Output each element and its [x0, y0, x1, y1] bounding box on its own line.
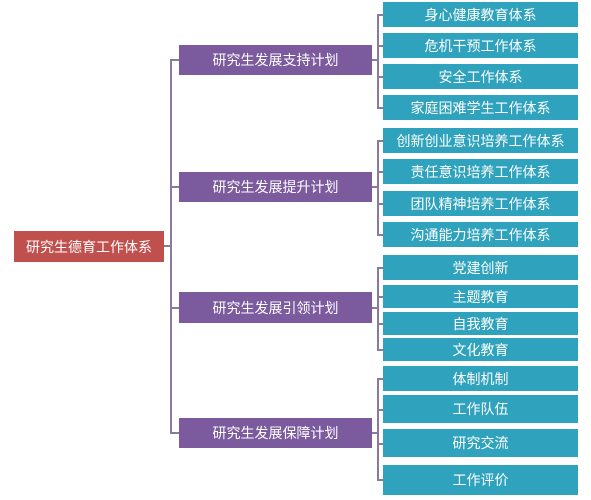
- group-node-guarantee: 研究生发展保障计划: [179, 418, 372, 448]
- connector-group-2: [170, 186, 180, 188]
- leaf-node: 团队精神培养工作体系: [383, 191, 578, 216]
- connector-g3-stub: [370, 307, 378, 309]
- leaf-node: 责任意识培养工作体系: [383, 159, 578, 184]
- connector-g2-trunk: [377, 140, 379, 236]
- connector-g4-stub: [370, 432, 378, 434]
- connector-g1-trunk: [377, 14, 379, 109]
- leaf-node: 自我教育: [383, 312, 578, 335]
- connector-g2-leaf-4: [377, 234, 385, 236]
- leaf-node: 身心健康教育体系: [383, 2, 578, 27]
- leaf-node: 主题教育: [383, 285, 578, 308]
- connector-g3-leaf-1: [377, 267, 385, 269]
- leaf-node: 家庭困难学生工作体系: [383, 95, 578, 120]
- leaf-node: 党建创新: [383, 255, 578, 280]
- connector-g4-leaf-4: [377, 479, 385, 481]
- root-node: 研究生德育工作体系: [14, 231, 164, 262]
- connector-g4-trunk: [377, 378, 379, 480]
- group-node-lead: 研究生发展引领计划: [179, 292, 372, 323]
- leaf-node: 文化教育: [383, 338, 578, 361]
- connector-root-stub: [163, 245, 172, 247]
- leaf-node: 危机干预工作体系: [383, 33, 578, 58]
- leaf-node: 体制机制: [383, 366, 578, 391]
- connector-group-1: [170, 59, 180, 61]
- leaf-node: 工作队伍: [383, 395, 578, 423]
- connector-g4-leaf-1: [377, 378, 385, 380]
- connector-g3-leaf-3: [377, 323, 385, 325]
- connector-g3-leaf-4: [377, 349, 385, 351]
- connector-g2-stub: [370, 186, 378, 188]
- connector-g4-leaf-3: [377, 443, 385, 445]
- connector-group-3: [170, 307, 180, 309]
- connector-group-4: [170, 432, 180, 434]
- leaf-node: 创新创业意识培养工作体系: [383, 128, 578, 153]
- connector-g1-leaf-1: [377, 14, 385, 16]
- leaf-node: 安全工作体系: [383, 64, 578, 89]
- connector-g2-leaf-2: [377, 171, 385, 173]
- connector-g1-leaf-3: [377, 76, 385, 78]
- connector-g1-leaf-4: [377, 107, 385, 109]
- group-node-improve: 研究生发展提升计划: [179, 172, 372, 202]
- connector-g4-leaf-2: [377, 409, 385, 411]
- connector-g2-leaf-3: [377, 203, 385, 205]
- leaf-node: 研究交流: [383, 429, 578, 457]
- connector-g3-trunk: [377, 267, 379, 351]
- leaf-node: 工作评价: [383, 465, 578, 495]
- connector-g2-leaf-1: [377, 140, 385, 142]
- connector-g1-stub: [370, 59, 378, 61]
- group-node-support: 研究生发展支持计划: [179, 45, 372, 75]
- leaf-node: 沟通能力培养工作体系: [383, 222, 578, 247]
- connector-g1-leaf-2: [377, 45, 385, 47]
- connector-g3-leaf-2: [377, 296, 385, 298]
